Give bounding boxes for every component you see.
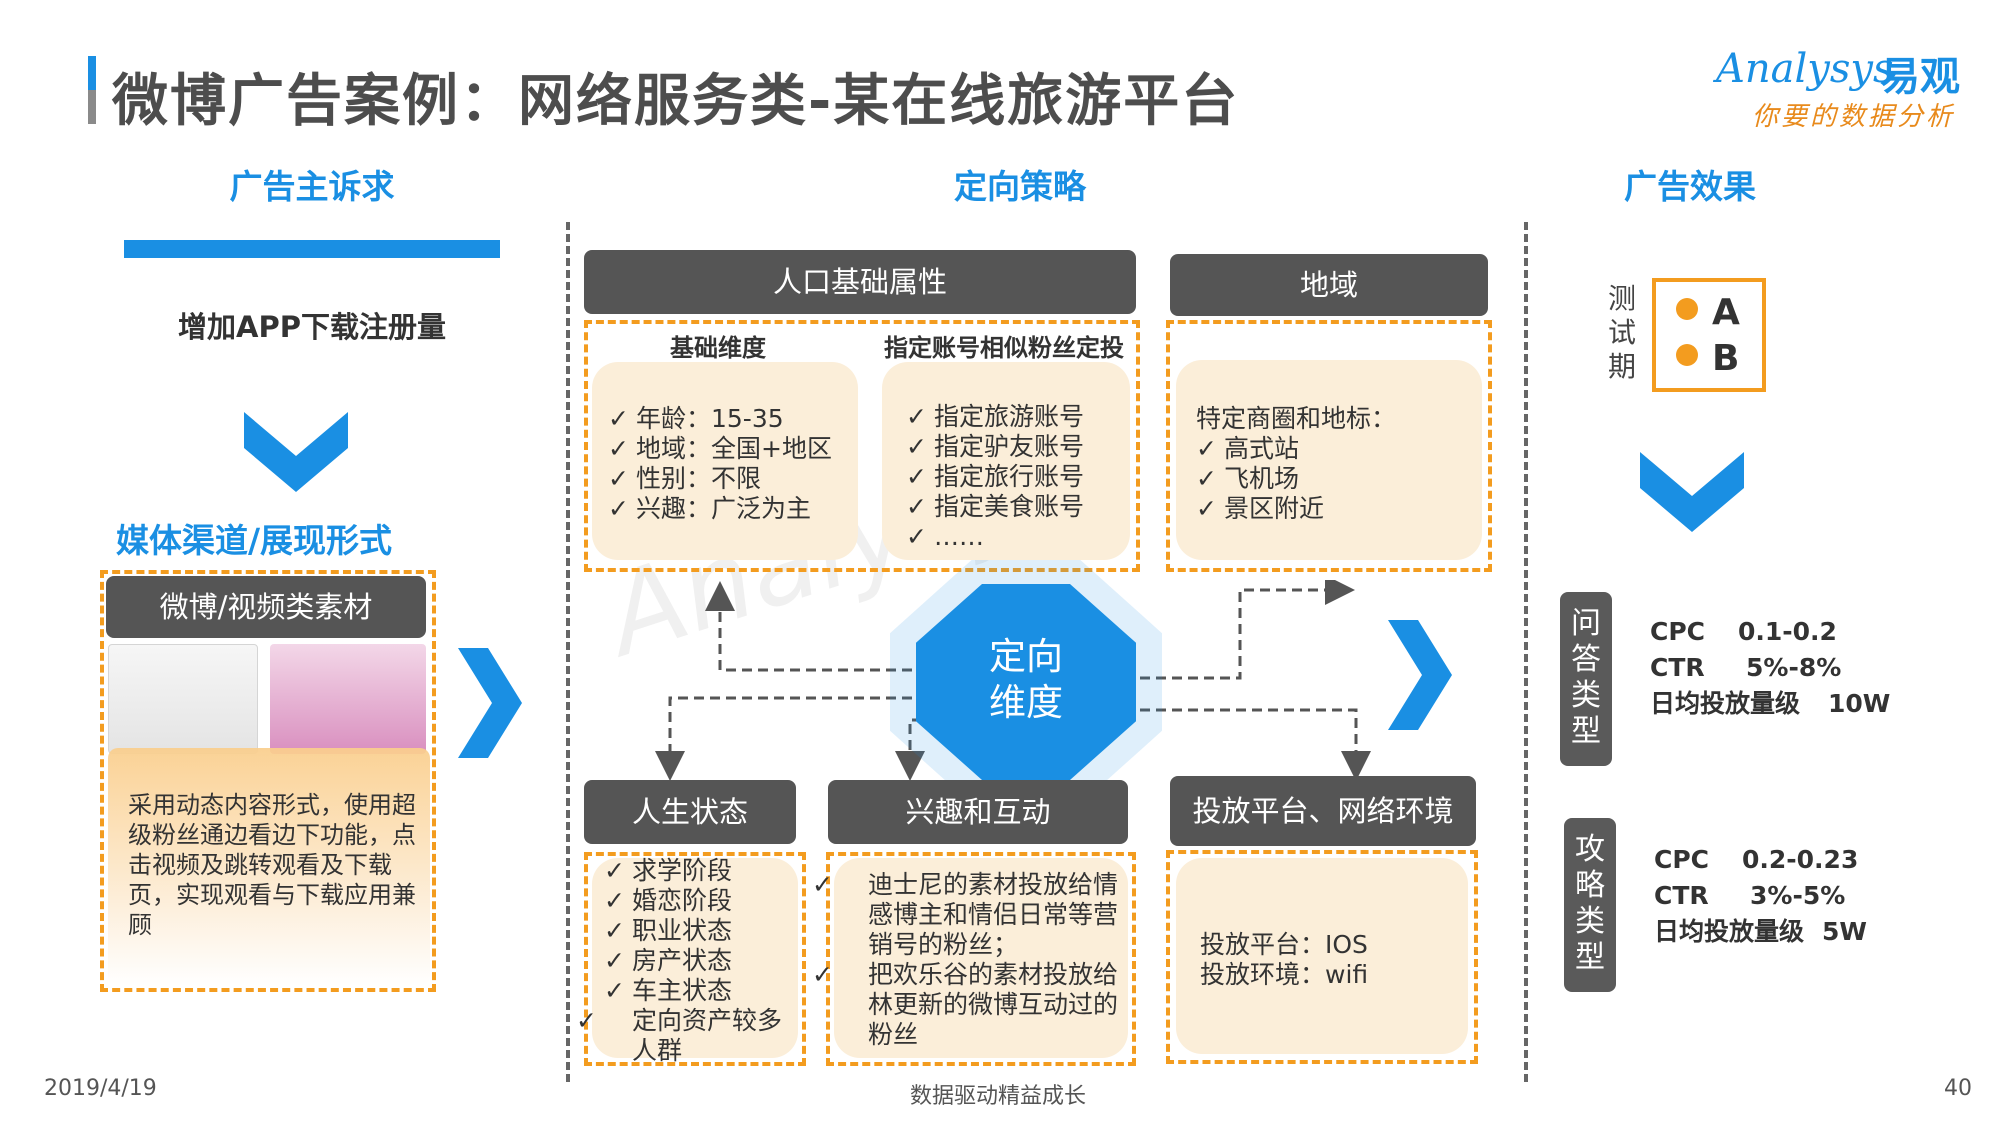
platform-card [1176, 858, 1468, 1054]
region-intro: 特定商圈和地标： [1196, 404, 1397, 433]
region-header: 地域 [1170, 254, 1488, 316]
network-line: 投放环境：wifi [1200, 960, 1369, 989]
list-item: ✓房产状态 [604, 946, 733, 975]
list-item: ✓性别：不限 [608, 464, 762, 493]
media-channel-box [100, 570, 436, 992]
platform-box [1166, 850, 1478, 1064]
targeting-dimension-hub: 定向 维度 [916, 584, 1136, 780]
interest-header: 兴趣和互动 [828, 780, 1128, 844]
list-item: ✓指定驴友账号 [906, 432, 1085, 461]
test-period-label: 测试期 [1607, 282, 1636, 383]
qa-type-label: 问答类型 [1560, 592, 1612, 766]
option-a: A [1676, 292, 1740, 333]
list-item: ✓车主状态 [604, 976, 733, 1005]
life-status-header: 人生状态 [584, 780, 796, 844]
list-item: ✓指定旅行账号 [906, 462, 1085, 491]
region-list: ✓高式站 ✓飞机场 ✓景区附近 [1196, 434, 1324, 524]
column-divider-right [1524, 222, 1528, 1082]
chevron-right-icon [458, 648, 522, 758]
similar-fans-card [882, 362, 1130, 560]
list-item: ✓高式站 [1196, 434, 1300, 463]
footer-date: 2019/4/19 [44, 1076, 157, 1101]
ab-test-box: A B [1652, 278, 1766, 392]
similar-fans-heading: 指定账号相似粉丝定投 [884, 334, 1124, 362]
platform-header: 投放平台、网络环境 [1170, 776, 1476, 846]
list-item: ✓把欢乐谷的素材投放给林更新的微博互动过的粉丝 [812, 960, 1119, 1049]
media-description: 采用动态内容形式，使用超级粉丝通边看边下功能，点击视频及跳转观看及下载页，实现观… [108, 748, 430, 986]
interest-list: ✓迪士尼的素材投放给情感博主和情侣日常等营销号的粉丝； ✓把欢乐谷的素材投放给林… [812, 870, 1124, 1050]
list-item: ✓景区附近 [1196, 494, 1325, 523]
list-item: ✓婚恋阶段 [604, 886, 733, 915]
interest-box [826, 852, 1136, 1066]
list-item: ✓职业状态 [604, 916, 733, 945]
similar-fans-list: ✓指定旅游账号 ✓指定驴友账号 ✓指定旅行账号 ✓指定美食账号 ✓…… [906, 402, 1084, 552]
basic-dimension-list: ✓年龄：15-35 ✓地域：全国+地区 ✓性别：不限 ✓兴趣：广泛为主 [608, 404, 832, 524]
list-item: ✓兴趣：广泛为主 [608, 494, 812, 523]
life-status-card [592, 858, 798, 1058]
logo-tagline: 你要的数据分析 [1752, 102, 1956, 132]
title-accent-bar [88, 56, 96, 124]
basic-dimension-heading: 基础维度 [670, 334, 766, 362]
list-item: ✓指定美食账号 [906, 492, 1085, 521]
chevron-down-icon [244, 412, 348, 492]
list-item: ✓迪士尼的素材投放给情感博主和情侣日常等营销号的粉丝； [812, 870, 1119, 959]
option-b: B [1676, 338, 1739, 379]
life-status-box [584, 852, 806, 1066]
region-card [1176, 360, 1482, 560]
basic-dimension-card [592, 362, 858, 560]
orange-dot-icon [1676, 298, 1698, 320]
list-item: ✓定向资产较多人群 [576, 1006, 783, 1065]
media-format-label: 微博/视频类素材 [106, 576, 426, 638]
list-item: ✓飞机场 [1196, 464, 1300, 493]
platform-line: 投放平台：IOS [1200, 930, 1368, 959]
list-item: ✓年龄：15-35 [608, 404, 784, 433]
chevron-right-icon [1388, 620, 1452, 730]
guide-type-label: 攻略类型 [1564, 818, 1616, 992]
list-item: ✓…… [906, 522, 984, 551]
hub-label-line2: 维度 [989, 681, 1063, 724]
page-number: 40 [1944, 1076, 1972, 1101]
logo-wordmark: Analysys [1716, 46, 1894, 92]
advertiser-goal: 增加APP下载注册量 [178, 310, 446, 344]
video-screenshot-thumbnail [270, 644, 426, 754]
orange-dot-icon [1676, 344, 1698, 366]
list-item: ✓指定旅游账号 [906, 402, 1085, 431]
life-status-list: ✓求学阶段 ✓婚恋阶段 ✓职业状态 ✓房产状态 ✓车主状态 ✓定向资产较多人群 [576, 856, 796, 1066]
list-item: ✓求学阶段 [604, 856, 733, 885]
footer-slogan: 数据驱动精益成长 [910, 1084, 1087, 1109]
demographics-header: 人口基础属性 [584, 250, 1136, 314]
weibo-screenshot-thumbnail [108, 644, 258, 754]
media-channel-heading: 媒体渠道/展现形式 [116, 521, 393, 560]
hub-label-line1: 定向 [989, 635, 1063, 678]
chevron-down-icon [1640, 452, 1744, 532]
accent-line [124, 240, 500, 258]
region-box [1166, 320, 1492, 572]
logo-chinese: 易观 [1880, 54, 1960, 100]
column-divider-left [566, 222, 570, 1082]
interest-card [834, 858, 1128, 1058]
page-title: 微博广告案例：网络服务类-某在线旅游平台 [112, 69, 1240, 134]
ad-effect-heading: 广告效果 [1624, 167, 1756, 206]
advertiser-need-heading: 广告主诉求 [229, 167, 395, 206]
list-item: ✓地域：全国+地区 [608, 434, 832, 463]
targeting-strategy-heading: 定向策略 [954, 167, 1086, 206]
demographics-box [584, 320, 1140, 572]
